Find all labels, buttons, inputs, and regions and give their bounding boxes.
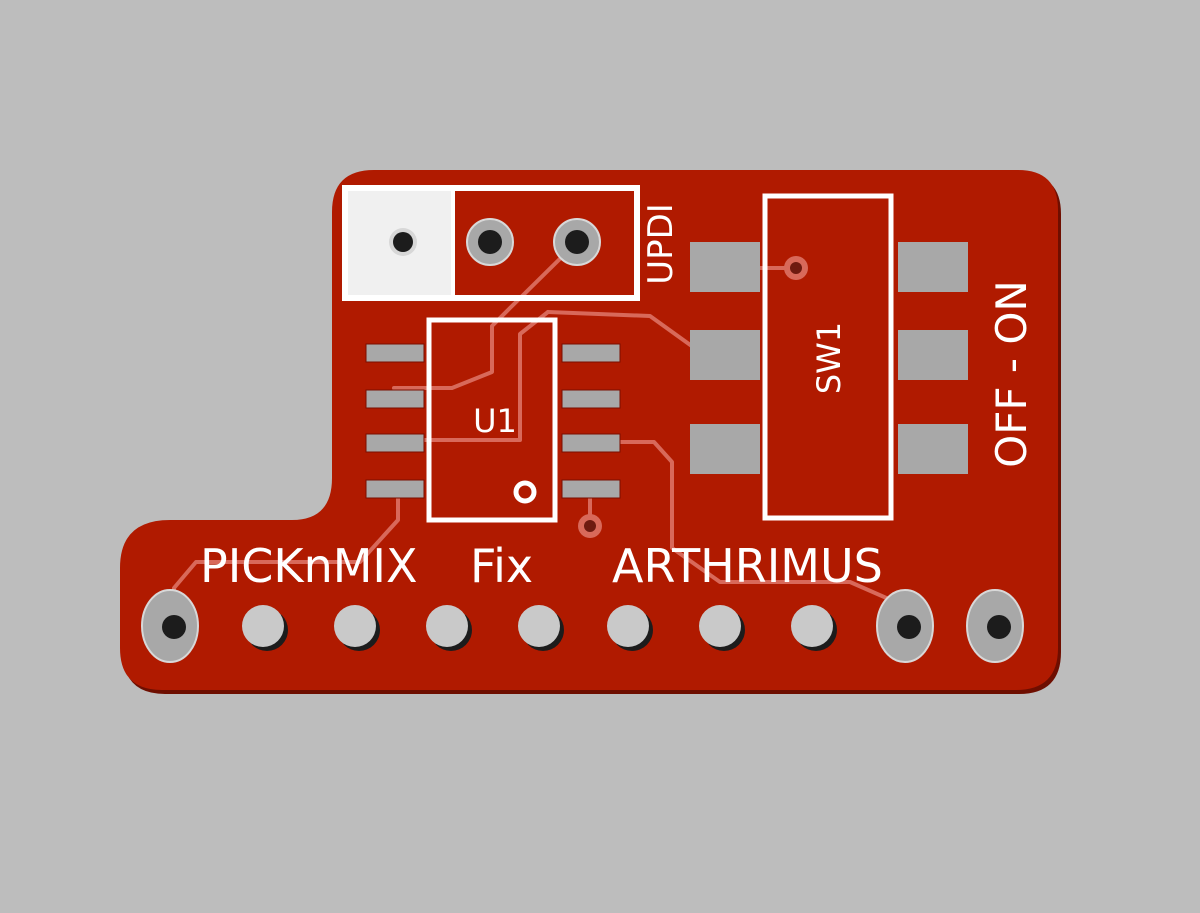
edge-pin xyxy=(518,605,564,651)
updi-header: UPDI xyxy=(342,185,681,301)
updi-pin-2 xyxy=(466,218,514,266)
ic-u1-right-pads xyxy=(561,343,621,499)
switch-sw1-outline xyxy=(762,193,894,521)
switch-sw1: SW1 xyxy=(690,193,968,521)
ic-pad xyxy=(561,389,621,409)
switch-pad xyxy=(690,330,760,380)
ic-pad xyxy=(561,433,621,453)
edge-pin xyxy=(966,589,1024,663)
edge-pin xyxy=(791,605,837,651)
updi-pin-3 xyxy=(553,218,601,266)
switch-sw1-label: SW1 xyxy=(810,322,848,394)
ic-u1: U1 xyxy=(365,317,621,523)
ic-pad xyxy=(365,343,425,363)
ic-pad xyxy=(365,479,425,499)
ic-pad xyxy=(365,433,425,453)
updi-label: UPDI xyxy=(641,203,681,285)
ic-pad xyxy=(561,479,621,499)
ic-u1-left-pads xyxy=(365,343,425,499)
edge-pin xyxy=(334,605,380,651)
via-near-ic xyxy=(578,514,602,538)
switch-pad xyxy=(898,330,968,380)
edge-pin xyxy=(699,605,745,651)
switch-state-label: OFF - ON xyxy=(987,280,1036,468)
updi-pin-1 xyxy=(389,228,417,256)
edge-pin xyxy=(876,589,934,663)
edge-pin xyxy=(242,605,288,651)
ic-u1-label: U1 xyxy=(473,402,517,440)
edge-pin xyxy=(141,589,199,663)
title-mid: Fix xyxy=(470,539,533,593)
trace-ic-inner xyxy=(408,310,550,442)
switch-right-pads xyxy=(898,242,968,474)
title-right: ARTHRIMUS xyxy=(612,539,883,593)
switch-pad xyxy=(690,242,760,292)
title-left: PICKnMIX xyxy=(200,539,418,593)
switch-pad xyxy=(898,242,968,292)
trace-ic-to-edge xyxy=(588,440,902,606)
edge-pin xyxy=(607,605,653,651)
switch-left-pads xyxy=(690,242,760,474)
switch-pad xyxy=(690,424,760,474)
updi-header-outline xyxy=(342,185,640,301)
via-near-switch xyxy=(784,256,808,280)
ic-u1-outline xyxy=(426,317,558,523)
ic-pad xyxy=(561,343,621,363)
ic-pad xyxy=(365,389,425,409)
ic-pin1-marker xyxy=(513,480,537,504)
edge-pin xyxy=(426,605,472,651)
switch-pad xyxy=(898,424,968,474)
board-title: PICKnMIX Fix ARTHRIMUS xyxy=(200,539,883,593)
edge-connector xyxy=(141,589,1024,663)
